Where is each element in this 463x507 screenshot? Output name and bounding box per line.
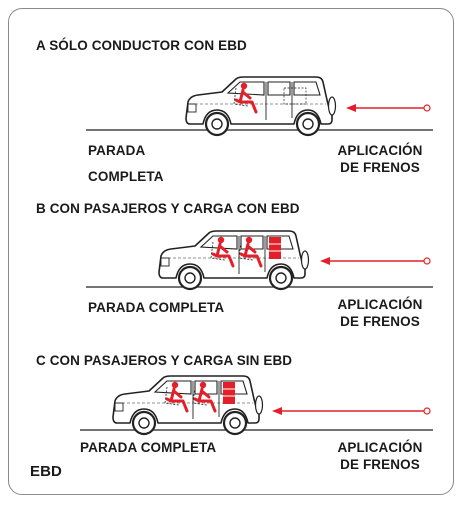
panel-a-heading: A SÓLO CONDUCTOR CON EBD: [36, 38, 247, 53]
panel-b-arrow-left-icon: [320, 257, 431, 265]
panel-a-brake-label-line2: DE FRENOS: [340, 160, 420, 175]
cargo-icon: [222, 381, 236, 405]
panel-c-suv-icon: [111, 374, 264, 436]
ebd-footer-label: EBD: [30, 463, 62, 480]
panel-b-heading: B CON PASAJEROS Y CARGA CON EBD: [36, 201, 300, 216]
panel-a-stop-label-line2: COMPLETA: [88, 169, 164, 184]
panel-b-stop-label: PARADA COMPLETA: [88, 300, 225, 315]
panel-a-suv-icon: [184, 75, 337, 137]
panel-c-brake-label-line2: DE FRENOS: [340, 457, 420, 472]
panel-b-suv-icon: [157, 229, 310, 291]
panel-a-arrow-left-icon: [346, 104, 431, 112]
panel-c-brake-label-line1: APLICACIÓN: [337, 440, 423, 455]
panel-c-heading: C CON PASAJEROS Y CARGA SIN EBD: [36, 353, 293, 368]
cargo-icon: [268, 236, 282, 260]
panel-b-brake-label-line2: DE FRENOS: [340, 314, 420, 329]
diagram-frame: [8, 8, 454, 495]
panel-a-brake-label-line1: APLICACIÓN: [337, 143, 423, 158]
panel-b-brake-label-line1: APLICACIÓN: [337, 297, 423, 312]
panel-c-arrow-left-icon: [272, 407, 431, 415]
panel-c-stop-label: PARADA COMPLETA: [80, 440, 217, 455]
panel-a-stop-label-line1: PARADA: [88, 143, 146, 158]
